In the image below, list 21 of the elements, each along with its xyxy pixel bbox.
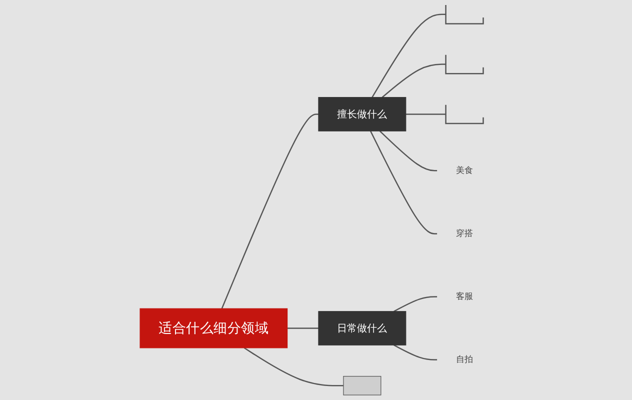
connector — [394, 296, 438, 312]
connector — [287, 328, 318, 329]
node-text: 穿搭 — [456, 228, 474, 238]
node-box: 日常做什么 — [318, 311, 406, 346]
connector — [221, 114, 318, 309]
connector — [244, 347, 344, 386]
connector — [394, 344, 438, 360]
connector — [372, 14, 446, 98]
node-text: 自拍 — [456, 354, 474, 364]
connector — [406, 114, 446, 115]
node-bar — [445, 54, 484, 74]
node-text: 美食 — [456, 165, 474, 176]
node-box: 适合什么细分领域 — [140, 308, 288, 348]
node-box — [343, 376, 382, 396]
connector — [370, 130, 438, 234]
node-bar — [445, 4, 484, 24]
node-box: 擅长做什么 — [318, 97, 406, 132]
node-text: 客服 — [456, 291, 474, 302]
node-bar — [445, 104, 484, 124]
connector — [379, 130, 438, 172]
connector — [382, 64, 446, 98]
